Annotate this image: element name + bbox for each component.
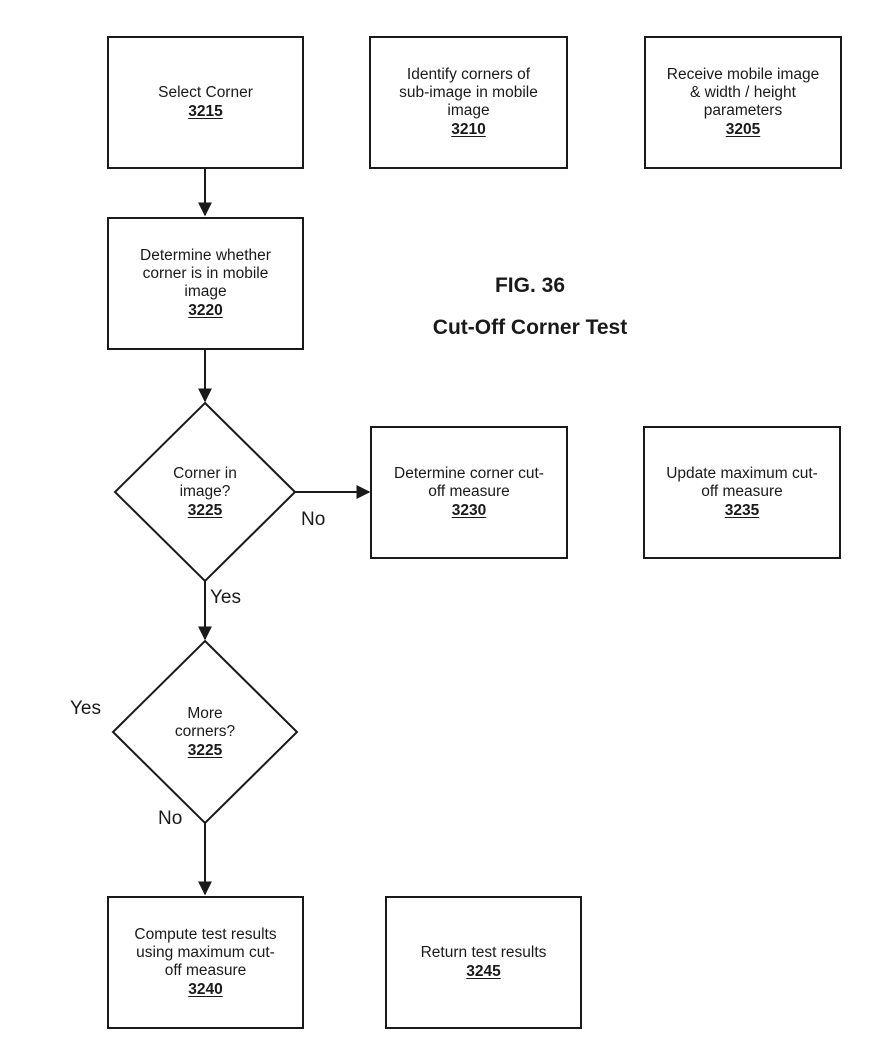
node-compute-results: Compute test results using maximum cut- …	[107, 896, 304, 1029]
node-label: Compute test results using maximum cut- …	[134, 926, 277, 979]
figure-title: Cut-Off Corner Test	[432, 316, 628, 339]
node-label: Receive mobile image & width / height pa…	[666, 66, 820, 119]
node-ref: 3205	[725, 121, 761, 138]
node-label: Return test results	[420, 944, 547, 961]
node-update-max: Update maximum cut- off measure 3235	[643, 426, 841, 559]
node-label: Select Corner	[158, 84, 253, 101]
node-identify-corners: Identify corners of sub-image in mobile …	[369, 36, 568, 169]
node-label: Determine corner cut- off measure	[394, 465, 544, 500]
node-ref: 3240	[188, 981, 223, 998]
node-more-corners: More corners? 3225	[140, 692, 270, 772]
node-ref: 3210	[451, 121, 486, 138]
node-ref: 3245	[466, 963, 501, 980]
node-label: Corner in image?	[173, 464, 237, 500]
node-label: More corners?	[174, 704, 236, 740]
node-corner-in-image: Corner in image? 3225	[140, 452, 270, 532]
node-ref: 3225	[187, 501, 223, 519]
node-select-corner: Select Corner 3215	[107, 36, 304, 169]
node-determine-in-image: Determine whether corner is in mobile im…	[107, 217, 304, 350]
node-ref: 3230	[451, 502, 487, 519]
node-label: Determine whether corner is in mobile im…	[140, 247, 271, 300]
edge-label-no-cutoff: No	[301, 509, 326, 530]
node-label: Identify corners of sub-image in mobile …	[399, 66, 538, 119]
node-label: Update maximum cut- off measure	[666, 465, 818, 500]
node-ref: 3215	[188, 103, 223, 120]
edge-label-yes-more: Yes	[210, 587, 241, 608]
node-ref: 3220	[188, 302, 223, 319]
node-ref: 3235	[724, 502, 760, 519]
edge-label-yes-loop: Yes	[70, 698, 101, 719]
edge-label-no-compute: No	[158, 808, 183, 829]
figure-number: FIG. 36	[494, 274, 566, 297]
node-return-results: Return test results 3245	[385, 896, 582, 1029]
node-determine-cutoff: Determine corner cut- off measure 3230	[370, 426, 568, 559]
node-ref: 3225	[187, 741, 223, 759]
node-receive-image: Receive mobile image & width / height pa…	[644, 36, 842, 169]
